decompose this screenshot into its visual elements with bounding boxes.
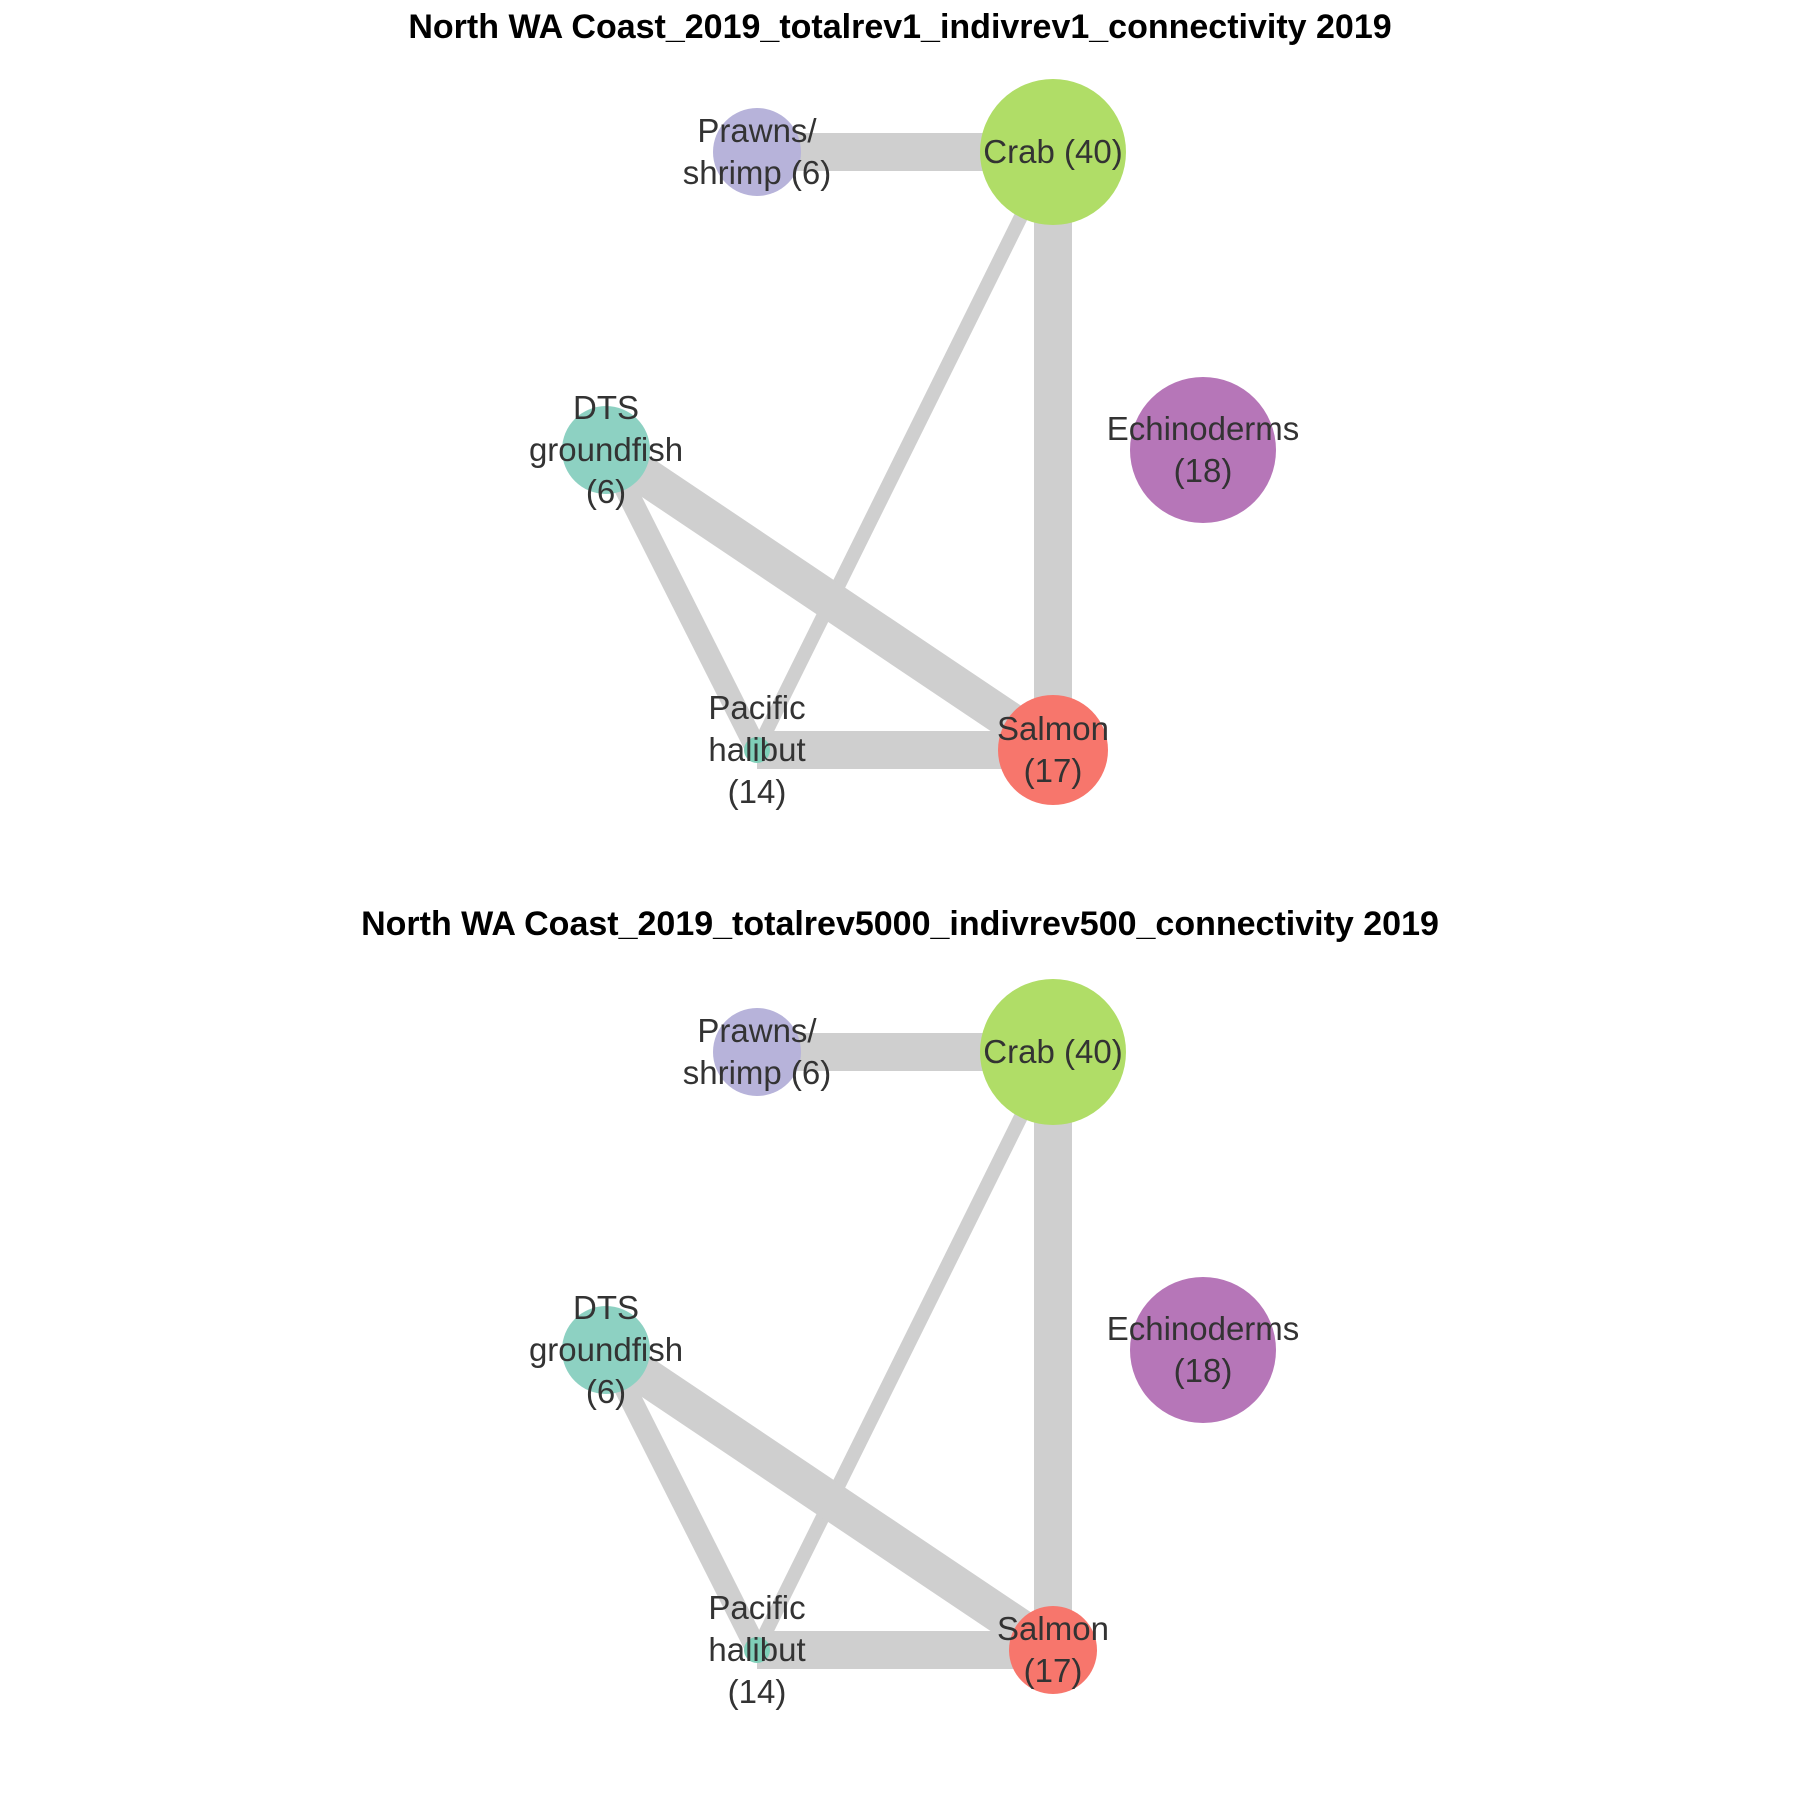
node-salmon [998, 695, 1108, 805]
node-label-line: halibut [708, 731, 805, 768]
node-label-prawns: Prawns/shrimp (6) [683, 112, 832, 191]
edge-dts-salmon [595, 434, 1064, 766]
node-label-line: (14) [728, 1673, 787, 1710]
label-layer: Prawns/shrimp (6) Crab (40) DTS groundfish (… [529, 1012, 1299, 1710]
network-graph-2: North WA Coast_2019_totalrev5000_indivre… [361, 905, 1439, 1710]
node-prawns [713, 1008, 801, 1096]
node-label-line: shrimp (6) [683, 1054, 832, 1091]
node-crab [980, 79, 1126, 225]
network-panel-2: North WA Coast_2019_totalrev5000_indivre… [0, 900, 1800, 1800]
node-label-dts: DTS groundfish (6) [529, 389, 683, 510]
node-label-line: (18) [1174, 452, 1233, 489]
panel-title: North WA Coast_2019_totalrev1_indivrev1_… [408, 8, 1391, 46]
node-dts [562, 1306, 650, 1394]
edge-dts-halibut [596, 1345, 767, 1655]
node-label-line: Crab (40) [983, 133, 1122, 170]
node-echinoderms [1130, 377, 1276, 523]
node-label-line: Crab (40) [983, 1033, 1122, 1070]
node-label-line: (14) [728, 773, 787, 810]
node-halibut [744, 737, 770, 763]
edge-dts-halibut [596, 445, 767, 755]
node-salmon [1009, 1606, 1097, 1694]
node-label-line: Prawns/ [697, 1012, 817, 1049]
node-label-line: DTS [573, 389, 639, 426]
node-label-line: (17) [1024, 752, 1083, 789]
node-label-echinoderms: Echinoderms (18) [1107, 1310, 1300, 1389]
node-label-line: Pacific [708, 689, 805, 726]
node-label-line: (6) [586, 473, 626, 510]
node-label-line: (6) [586, 1373, 626, 1410]
network-graph-1: North WA Coast_2019_totalrev1_indivrev1_… [408, 8, 1391, 810]
node-layer [562, 79, 1276, 805]
node-label-line: Salmon [997, 1610, 1109, 1647]
node-label-line: Salmon [997, 710, 1109, 747]
node-label-crab: Crab (40) [983, 1033, 1122, 1070]
network-panel-1: North WA Coast_2019_totalrev1_indivrev1_… [408, 8, 1391, 810]
node-label-halibut: Pacific halibut (14) [708, 689, 805, 810]
node-label-line: (18) [1174, 1352, 1233, 1389]
node-label-prawns: Prawns/shrimp (6) [683, 1012, 832, 1091]
node-label-line: halibut [708, 1631, 805, 1668]
edge-crab-halibut [750, 148, 1060, 754]
node-label-line: Prawns/ [697, 112, 817, 149]
panel-title: North WA Coast_2019_totalrev5000_indivre… [361, 905, 1439, 943]
edge-layer [595, 1033, 1072, 1669]
node-dts [562, 406, 650, 494]
node-echinoderms [1130, 1277, 1276, 1423]
node-label-line: Echinoderms [1107, 410, 1300, 447]
node-label-dts: DTS groundfish (6) [529, 1289, 683, 1410]
node-label-halibut: Pacific halibut (14) [708, 1589, 805, 1710]
node-layer [562, 979, 1276, 1694]
node-label-line: Pacific [708, 1589, 805, 1626]
edge-crab-halibut [750, 1048, 1060, 1654]
node-label-line: groundfish [529, 431, 683, 468]
node-prawns [713, 108, 801, 196]
node-label-salmon: Salmon (17) [997, 710, 1109, 789]
node-label-line: groundfish [529, 1331, 683, 1368]
node-crab [980, 979, 1126, 1125]
edge-layer [595, 133, 1072, 769]
node-halibut [744, 1637, 770, 1663]
node-label-line: DTS [573, 1289, 639, 1326]
node-label-line: (17) [1024, 1652, 1083, 1689]
node-label-line: Echinoderms [1107, 1310, 1300, 1347]
edge-dts-salmon [595, 1334, 1064, 1666]
label-layer: Prawns/shrimp (6) Crab (40) DTS groundfish (… [529, 112, 1299, 810]
node-label-salmon: Salmon (17) [997, 1610, 1109, 1689]
node-label-crab: Crab (40) [983, 133, 1122, 170]
node-label-echinoderms: Echinoderms (18) [1107, 410, 1300, 489]
node-label-line: shrimp (6) [683, 154, 832, 191]
